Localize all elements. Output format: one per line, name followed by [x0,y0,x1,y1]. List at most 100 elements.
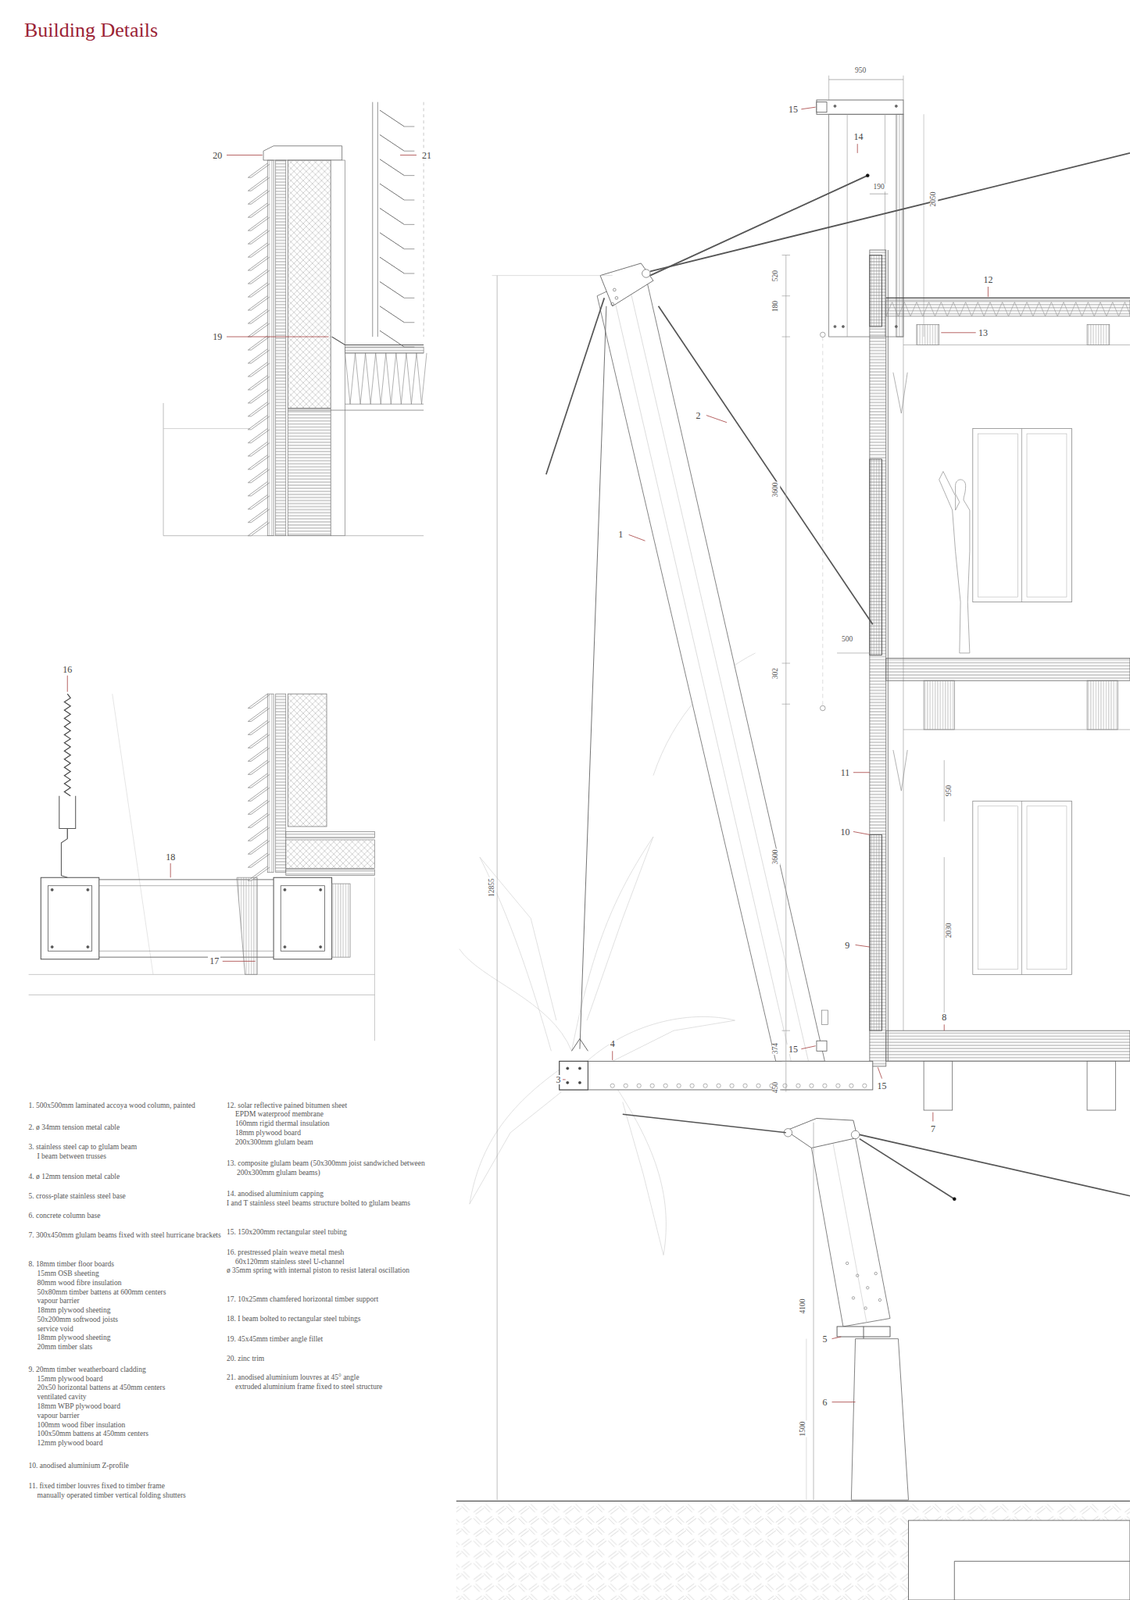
note-text: 15mm OSB sheeting [28,1269,100,1279]
weatherboard [247,243,269,258]
callout-number: 2 [693,411,702,421]
weatherboard [247,216,269,231]
drawing-line [782,704,791,705]
weatherboard [247,773,269,788]
note-text: 1. 500x500mm laminated accoya wood colum… [28,1101,196,1111]
callout-number: 4 [608,1039,617,1049]
bolt-hole [864,1307,867,1310]
cladding [869,250,887,1067]
batten-layer [267,160,274,537]
steel-node [786,1119,858,1149]
glulam-beam [559,1061,873,1091]
bolt [833,104,837,108]
weatherboard [247,322,269,337]
weatherboard [247,481,269,496]
drawing-line [287,410,424,412]
roof-truss [886,302,1130,317]
u-channel [59,796,76,830]
bolt-hole [716,1083,721,1088]
dimension-line [836,652,870,654]
leader-line [226,154,263,156]
bolt-hole [809,1083,814,1088]
dimension: 4100 [799,1298,808,1315]
drawing-line [1021,429,1023,603]
glulam-column [597,273,825,1062]
weatherboard [247,733,269,748]
callout-number: 8 [940,1012,948,1023]
bolt [319,946,322,949]
dimension: 950 [854,67,867,76]
leader-line [832,1401,856,1403]
louvre-frame [377,102,379,337]
drawing-rect [977,433,1018,598]
drawing-line [782,295,791,297]
note-text: 21. anodised aluminium louvres at 45° an… [226,1373,360,1383]
note-text: 18mm plywood sheeting [28,1305,111,1316]
bolt-hole [663,1083,668,1088]
dimension: 3600 [772,849,780,866]
leader-line [170,863,172,878]
callout-number: 15 [786,1044,800,1055]
louvre-blade [379,207,405,225]
note-text: 10. anodised aluminium Z-profile [28,1461,129,1471]
cable-pin [851,1130,859,1139]
note-text: 18mm plywood board [226,1128,301,1138]
callout-number: 7 [929,1124,937,1134]
bolt [566,1067,569,1070]
note-text: 160mm rigid thermal insulation [226,1119,330,1129]
drawing-line [903,729,1130,730]
bolt-hole [866,1287,869,1290]
louvre-shutter [869,255,883,327]
bolt [319,888,322,891]
weatherboard [247,840,269,855]
weatherboard [247,375,269,390]
sheet-title: Building Details [24,20,158,41]
bolt-hole [851,1297,855,1300]
bolt-hole [856,1274,859,1277]
weatherboard [247,269,269,284]
drawing-line [629,283,809,1062]
note-text: 80mm wood fibre insulation [28,1278,122,1288]
note-text: 9. 20mm timber weatherboard cladding [28,1365,147,1375]
weatherboard [247,282,269,297]
insulation [287,160,331,408]
note-text: 100mm wood fiber insulation [28,1420,126,1431]
bolt-hole [650,1083,655,1088]
floor-slab [886,1030,1130,1062]
bolt [86,946,90,949]
bolt-hole [783,1083,787,1088]
bolt [894,104,898,108]
callout-number: 15 [786,104,800,115]
leader-line [400,154,417,156]
callout-number: 19 [210,332,224,342]
bolt-hole [610,1083,615,1088]
person-silhouette [939,471,970,653]
floor-board [286,831,376,838]
bolt-hole [615,296,619,301]
bolt-hole [756,1083,761,1088]
note-text: 12. solar reflective pained bitumen shee… [226,1101,347,1111]
glulam-beam [1087,1061,1116,1111]
note-text: 18mm WBP plywood board [28,1401,121,1412]
callout-number: 17 [207,956,221,966]
plant-outline [459,949,573,1052]
note-text: 5. cross-plate stainless steel base [28,1191,126,1202]
callout-number: 13 [976,328,990,338]
note-text: 4. ø 12mm tension metal cable [28,1172,121,1182]
timber-support [236,877,258,975]
dimension: 2030 [945,922,954,940]
note-text: 6. concrete column base [28,1211,101,1221]
louvre-blade [379,110,405,127]
piston [67,829,68,840]
callout-number: 15 [876,1081,889,1091]
drawing-line [345,404,425,405]
frame-line [112,693,154,975]
dimension: 190 [872,184,886,193]
batten-layer [267,693,274,873]
note-text: 50x80mm timber battens at 600mm centers [28,1287,167,1298]
drawing-rect [1026,433,1067,598]
window [972,801,1073,975]
weatherboard [247,362,269,377]
bolt [833,325,837,328]
